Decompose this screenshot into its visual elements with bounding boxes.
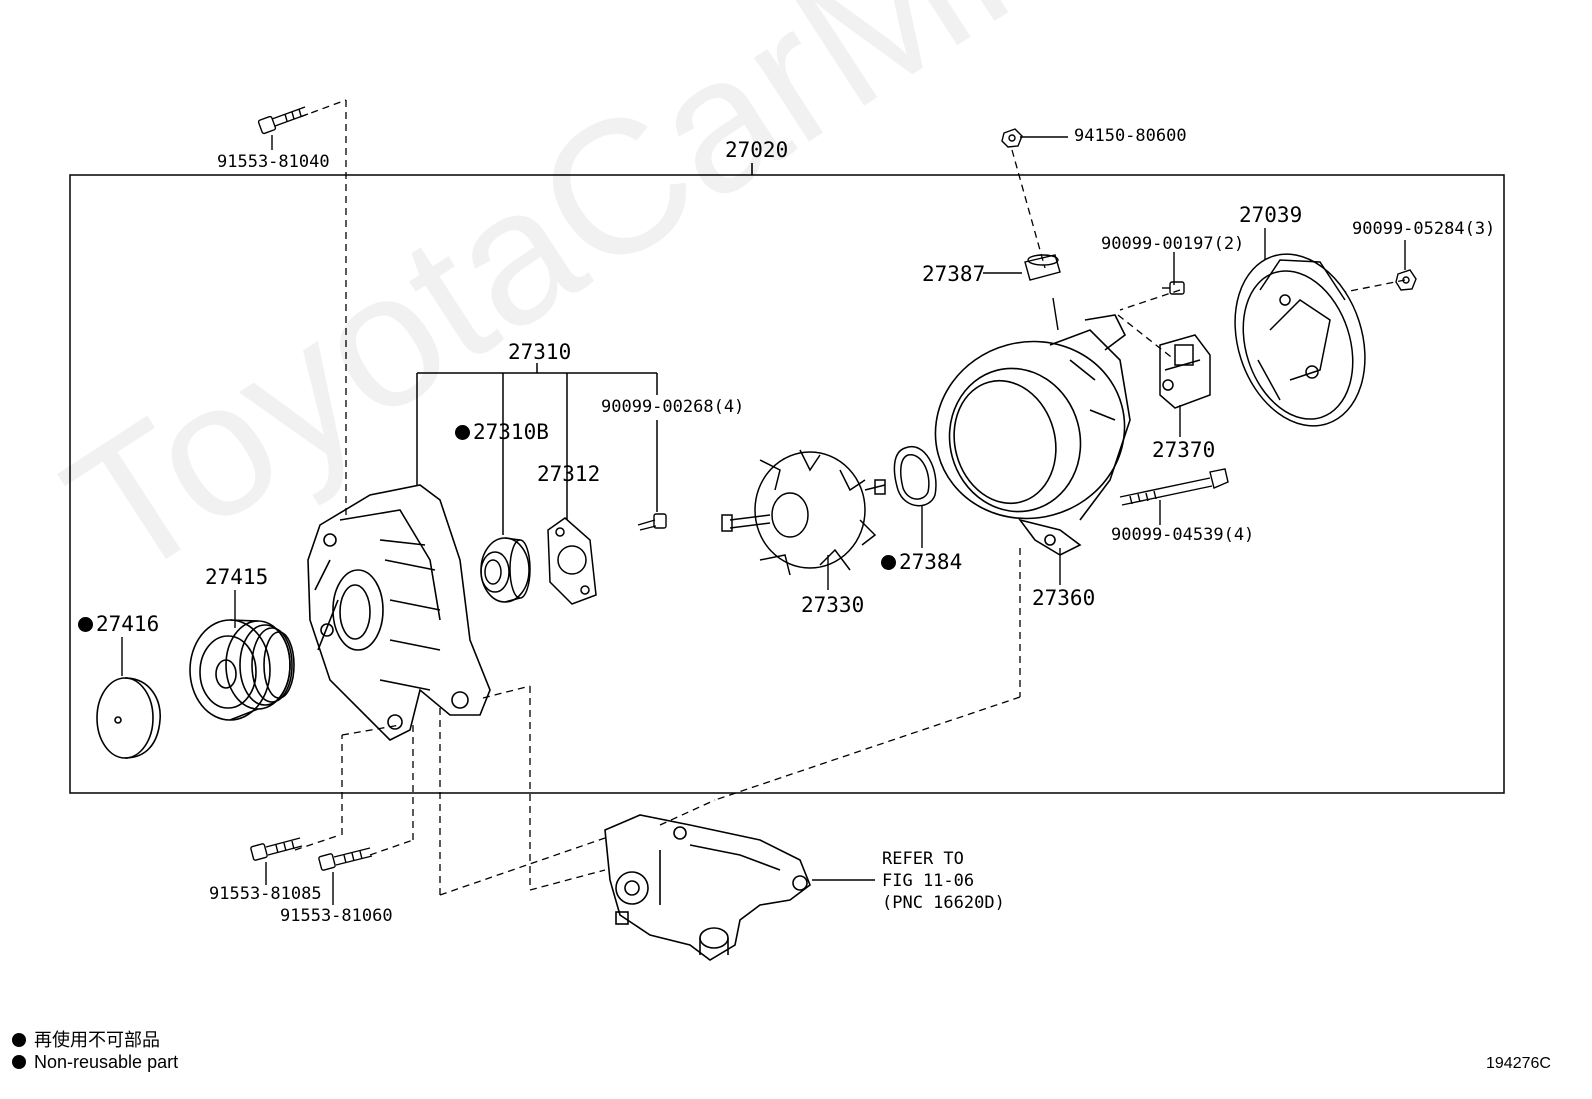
legend-japanese-text: 再使用不可部品 [34, 1030, 160, 1050]
part-label-27415[interactable]: 27415 [205, 565, 269, 589]
legend-english-text: Non-reusable part [34, 1052, 179, 1072]
non-reusable-icon [12, 1033, 26, 1047]
bearing-27310B [480, 537, 531, 603]
assembly-label: 27020 [725, 138, 789, 162]
part-label-27387[interactable]: 27387 [922, 262, 986, 286]
part-label-91553-81060[interactable]: 91553-81060 [280, 906, 393, 926]
part-label-27039[interactable]: 27039 [1239, 203, 1303, 227]
bolt-91553-81060 [318, 847, 373, 871]
part-label-27330[interactable]: 27330 [801, 593, 865, 617]
part-label-27310[interactable]: 27310 [508, 340, 572, 364]
bolt-90099-04539 [1119, 468, 1229, 506]
non-reusable-icon [881, 555, 896, 570]
non-reusable-icon [78, 617, 93, 632]
part-label-90099-04539[interactable]: 90099-04539(4) [1111, 525, 1255, 545]
bracket-27310 [416, 363, 658, 535]
plate-27312 [547, 517, 597, 605]
bolt-91553-81085 [250, 837, 303, 861]
non-reusable-icon [12, 1055, 26, 1069]
part-label-27312[interactable]: 27312 [537, 462, 601, 486]
rotor-27330 [721, 449, 886, 576]
assembly-frame [69, 174, 1505, 794]
part-label-90099-00268[interactable]: 90099-00268(4) [601, 397, 745, 417]
legend-japanese: 再使用不可部品 [12, 1026, 160, 1052]
rear-frame-27360 [934, 314, 1131, 556]
regulator-27370 [1159, 334, 1211, 409]
part-label-91553-81040[interactable]: 91553-81040 [217, 152, 330, 172]
part-label-27384-text: 27384 [899, 550, 963, 574]
figure-id: 194276C [1486, 1055, 1551, 1072]
part-label-27416-text: 27416 [96, 612, 160, 636]
part-label-27310B[interactable]: 27310B [455, 422, 549, 443]
insulator-27387 [1024, 254, 1061, 331]
refer-line-1: REFER TO [882, 849, 964, 869]
part-label-27370[interactable]: 27370 [1152, 438, 1216, 462]
mounting-bracket [604, 814, 811, 961]
dashed-guides [294, 99, 1406, 896]
cap-27416 [96, 677, 161, 759]
screw-90099-00268 [637, 513, 667, 531]
rear-cover-27039 [1234, 253, 1366, 427]
legend-english: Non-reusable part [12, 1052, 178, 1073]
refer-line-3: (PNC 16620D) [882, 893, 1005, 913]
screw-90099-00197 [1162, 281, 1185, 295]
part-label-27384[interactable]: 27384 [881, 552, 962, 573]
drive-frame-27310 [307, 484, 491, 741]
part-label-94150-80600[interactable]: 94150-80600 [1074, 126, 1187, 146]
ring-27384 [893, 445, 937, 507]
part-label-91553-81085[interactable]: 91553-81085 [209, 884, 322, 904]
part-label-90099-00197[interactable]: 90099-00197(2) [1101, 234, 1245, 254]
part-label-27310B-text: 27310B [473, 420, 549, 444]
pulley-27415 [189, 619, 295, 721]
part-label-90099-05284[interactable]: 90099-05284(3) [1352, 219, 1496, 239]
non-reusable-icon [455, 425, 470, 440]
refer-line-2[interactable]: FIG 11-06 [882, 871, 975, 891]
part-label-27416[interactable]: 27416 [78, 614, 159, 635]
nut-94150-80600 [1001, 128, 1023, 148]
nut-90099-05284 [1395, 269, 1417, 291]
bolt-91553-81040 [257, 106, 309, 135]
solid-leaders [121, 135, 1406, 905]
part-label-27360[interactable]: 27360 [1032, 586, 1096, 610]
